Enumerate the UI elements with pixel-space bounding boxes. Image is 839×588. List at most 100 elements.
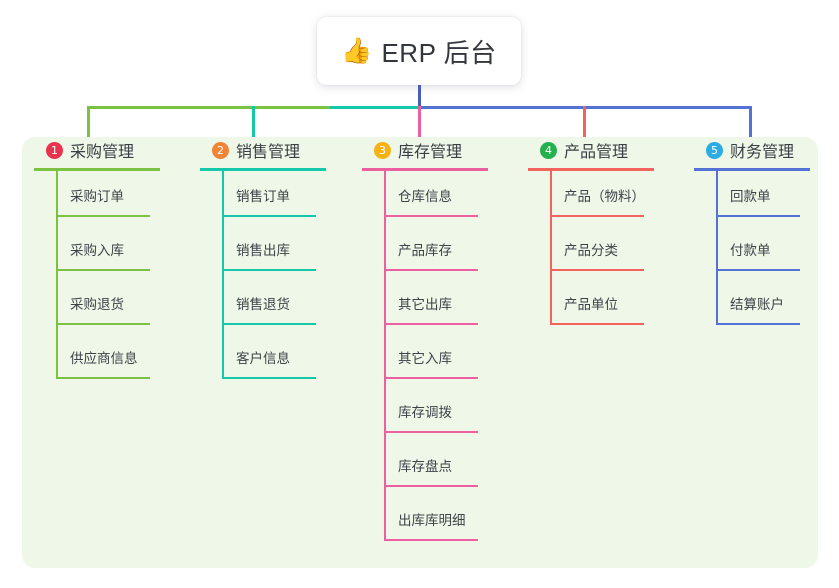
module-item[interactable]: 采购退货 [34,279,184,333]
module-item-rule [222,269,316,271]
module-item-label: 销售退货 [236,297,290,312]
module-item-label: 仓库信息 [398,189,452,204]
stub-finance [749,106,752,139]
module-number-badge: 3 [374,141,391,159]
module-item[interactable]: 客户信息 [200,333,350,387]
module-item-label: 销售订单 [236,189,290,204]
module-item-label: 采购入库 [70,243,124,258]
module-spine [550,171,552,325]
module-item-rule [56,323,150,325]
stub-purchasing [87,106,90,139]
module-item-rule [384,377,478,379]
module-item-rule [384,539,478,541]
module-item-rule [716,215,800,217]
module-header-rule [694,168,810,171]
module-header-4[interactable]: 4 产品管理 [528,137,678,163]
module-item-label: 其它入库 [398,351,452,366]
bus-segment-1 [87,106,332,109]
module-item[interactable]: 产品单位 [528,279,678,333]
module-item-list: 回款单付款单结算账户 [694,171,834,333]
bus-segment-2 [330,106,422,109]
module-item-label: 其它出库 [398,297,452,312]
stub-product [583,106,586,139]
module-number-badge: 2 [212,141,229,159]
module-item-label: 库存盘点 [398,459,452,474]
module-column-2: 2 销售管理销售订单销售出库销售退货客户信息 [200,137,350,387]
module-header-2[interactable]: 2 销售管理 [200,137,350,163]
module-column-3: 3 库存管理仓库信息产品库存其它出库其它入库库存调拨库存盘点出库库明细 [362,137,512,549]
module-item[interactable]: 采购入库 [34,225,184,279]
module-item-rule [550,269,644,271]
module-item[interactable]: 产品库存 [362,225,512,279]
module-item-rule [222,215,316,217]
module-item-label: 产品分类 [564,243,618,258]
module-item-rule [384,215,478,217]
module-item-label: 结算账户 [730,297,784,312]
module-header-rule [528,168,654,171]
module-item[interactable]: 库存调拨 [362,387,512,441]
module-item-label: 采购订单 [70,189,124,204]
module-item-list: 销售订单销售出库销售退货客户信息 [200,171,350,387]
module-title: 财务管理 [730,144,795,161]
module-header-rule [362,168,488,171]
module-item-label: 产品库存 [398,243,452,258]
module-item[interactable]: 付款单 [694,225,834,279]
module-item-rule [384,485,478,487]
module-item[interactable]: 仓库信息 [362,171,512,225]
module-item[interactable]: 库存盘点 [362,441,512,495]
module-item[interactable]: 产品（物料） [528,171,678,225]
module-item-rule [384,431,478,433]
module-spine [222,171,224,379]
module-header-rule [34,168,160,171]
module-item-rule [716,323,800,325]
module-item[interactable]: 回款单 [694,171,834,225]
module-item-rule [56,269,150,271]
module-spine [716,171,718,325]
module-item-rule [56,377,150,379]
module-item-label: 付款单 [730,243,771,258]
module-item[interactable]: 销售出库 [200,225,350,279]
thumbs-up-icon: 👍 [341,36,373,65]
module-item[interactable]: 其它出库 [362,279,512,333]
module-item[interactable]: 其它入库 [362,333,512,387]
module-item-list: 采购订单采购入库采购退货供应商信息 [34,171,184,387]
module-item-rule [550,323,644,325]
module-title: 库存管理 [398,144,463,161]
module-item[interactable]: 销售退货 [200,279,350,333]
root-title: ERP 后台 [381,37,497,68]
module-item-label: 产品单位 [564,297,618,312]
module-item-rule [550,215,644,217]
module-item[interactable]: 产品分类 [528,225,678,279]
module-item-label: 产品（物料） [564,189,645,204]
root-node[interactable]: 👍 ERP 后台 [317,17,521,85]
module-item[interactable]: 销售订单 [200,171,350,225]
module-item[interactable]: 出库库明细 [362,495,512,549]
module-item-label: 采购退货 [70,297,124,312]
module-item-label: 出库库明细 [398,513,466,528]
module-item-rule [222,377,316,379]
module-item[interactable]: 采购订单 [34,171,184,225]
module-number-badge: 4 [540,141,557,159]
stub-sales [252,106,255,139]
module-item-label: 回款单 [730,189,771,204]
module-item-rule [716,269,800,271]
module-title: 产品管理 [564,144,629,161]
module-spine [384,171,386,541]
module-item-rule [384,269,478,271]
module-header-3[interactable]: 3 库存管理 [362,137,512,163]
module-column-4: 4 产品管理产品（物料） 产品分类产品单位 [528,137,678,333]
module-item[interactable]: 结算账户 [694,279,834,333]
module-item-label: 库存调拨 [398,405,452,420]
module-item-rule [222,323,316,325]
module-spine [56,171,58,379]
module-title: 销售管理 [236,144,301,161]
module-item-label: 销售出库 [236,243,290,258]
module-item-label: 供应商信息 [70,351,138,366]
root-connector-line [418,85,421,109]
module-item[interactable]: 供应商信息 [34,333,184,387]
